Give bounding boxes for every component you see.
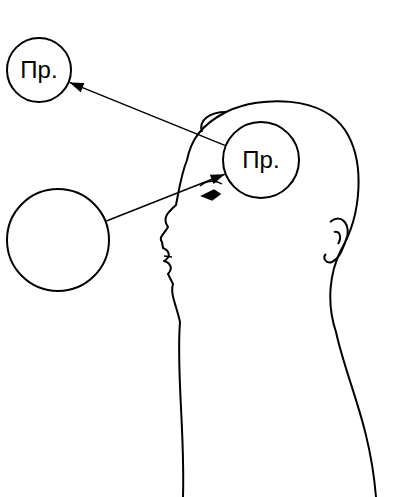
arrowhead [70,82,85,92]
node-label: Пр. [20,56,57,84]
circle-node: Пр. [6,37,72,103]
circle-shape [223,122,299,198]
connector-line [70,82,225,145]
circle-shape [7,189,109,291]
node-label: Пр. [242,146,279,174]
ear [324,219,347,263]
circle-outline [6,188,110,292]
node-text-wrap [6,188,110,292]
circle-node [6,188,110,292]
node-text-wrap: Пр. [6,37,72,103]
eyebrow [200,181,222,186]
hair-bump [201,112,226,132]
connector-line [106,174,224,221]
lips [164,256,172,257]
arrow-connector [70,82,225,145]
head-outline [161,101,376,497]
node-text-wrap: Пр. [222,121,300,199]
circle-node: Пр. [222,121,300,199]
arrowhead [210,174,225,184]
arrow-connector [106,174,224,221]
circle-shape [7,38,71,102]
eye [202,190,220,200]
